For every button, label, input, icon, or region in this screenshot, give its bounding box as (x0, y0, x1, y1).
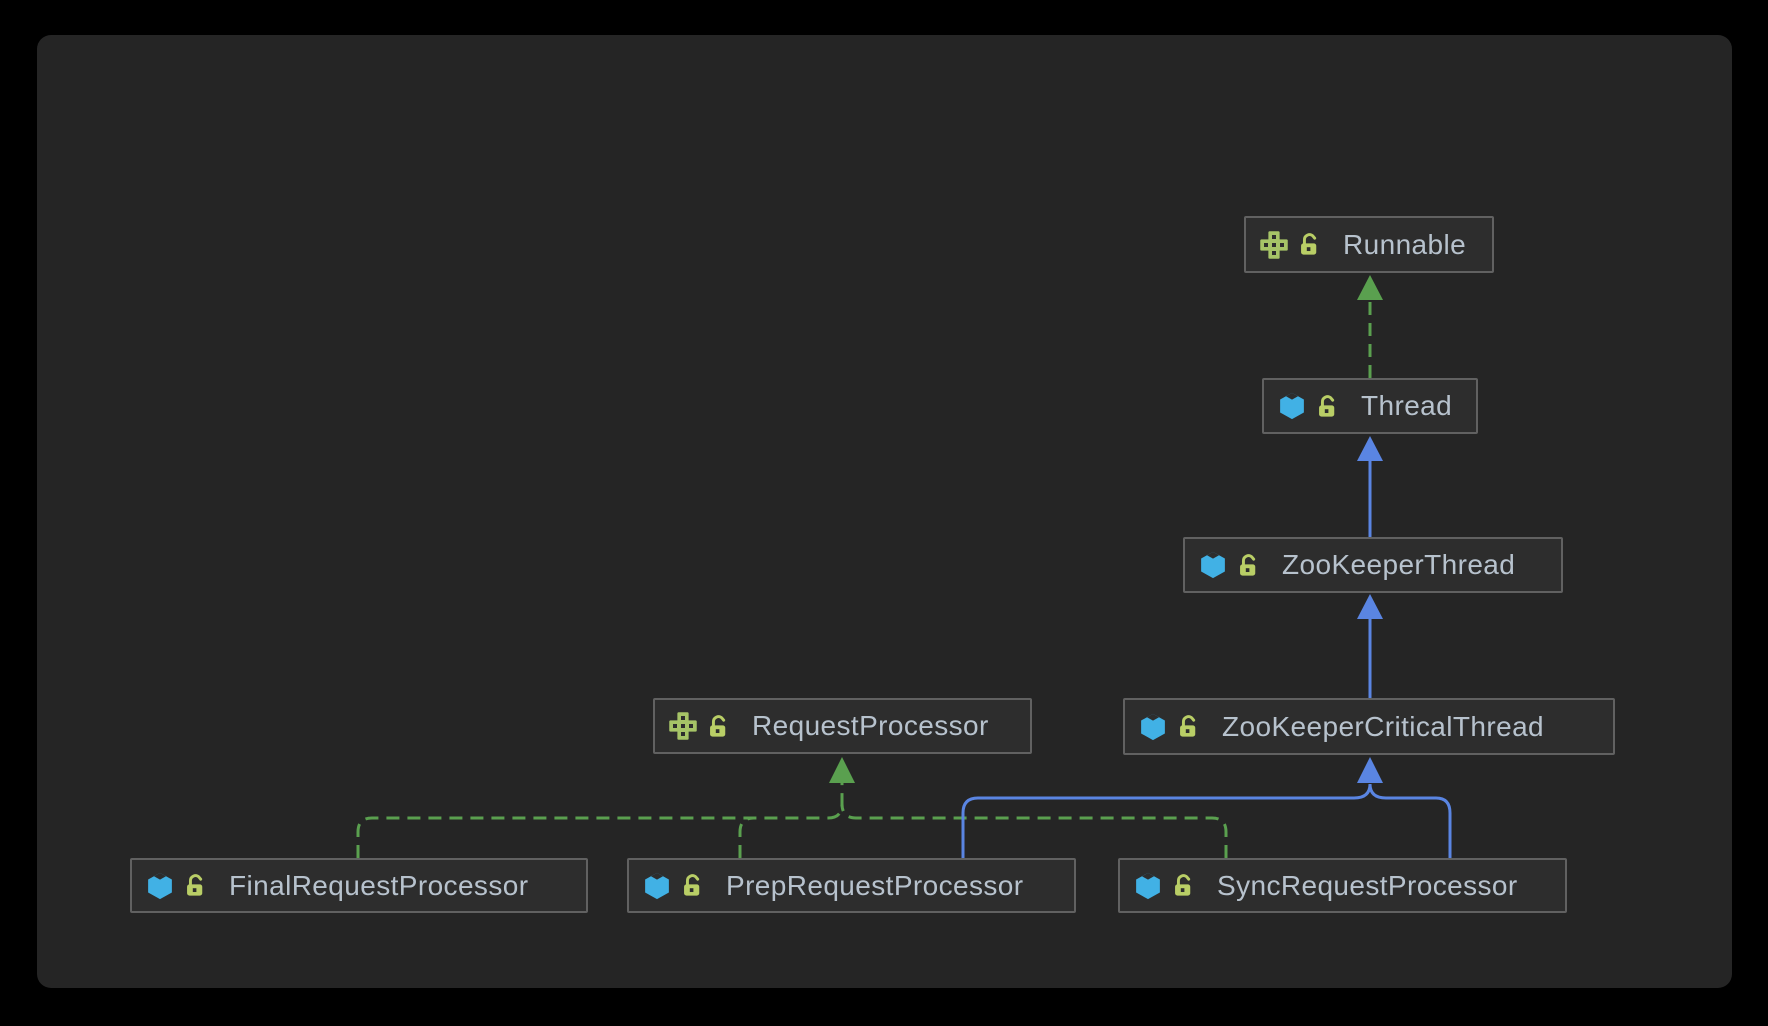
node-label: SyncRequestProcessor (1217, 869, 1518, 901)
node-label: ZooKeeperCriticalThread (1222, 710, 1545, 742)
public-lock-icon (1177, 713, 1200, 740)
node-label: PrepRequestProcessor (726, 869, 1024, 901)
public-lock-icon (681, 872, 704, 899)
interface-icon (668, 711, 698, 741)
class-icon (145, 871, 175, 901)
class-icon (1277, 391, 1307, 421)
public-lock-icon (1316, 393, 1339, 420)
node-label: RequestProcessor (752, 710, 989, 741)
interface-node-requestprocessor[interactable]: RequestProcessor (653, 698, 1032, 754)
class-icon (642, 871, 672, 901)
interface-icon (1259, 230, 1289, 260)
public-lock-icon (707, 713, 730, 740)
diagram-panel (37, 35, 1732, 988)
class-node-zookeepercriticalthread[interactable]: ZooKeeperCriticalThread (1123, 698, 1615, 755)
class-node-finalrequestprocessor[interactable]: FinalRequestProcessor (130, 858, 588, 913)
class-node-syncrequestprocessor[interactable]: SyncRequestProcessor (1118, 858, 1567, 913)
class-node-thread[interactable]: Thread (1262, 378, 1478, 434)
interface-node-runnable[interactable]: Runnable (1244, 216, 1494, 273)
node-label: Thread (1361, 390, 1453, 421)
class-icon (1133, 871, 1163, 901)
class-icon (1198, 550, 1228, 580)
public-lock-icon (184, 872, 207, 899)
public-lock-icon (1172, 872, 1195, 899)
public-lock-icon (1298, 231, 1321, 258)
class-icon (1138, 712, 1168, 742)
class-node-zookeeperthread[interactable]: ZooKeeperThread (1183, 537, 1563, 593)
node-label: FinalRequestProcessor (229, 869, 529, 901)
node-label: Runnable (1343, 228, 1467, 260)
node-label: ZooKeeperThread (1282, 549, 1516, 580)
class-node-preprequestprocessor[interactable]: PrepRequestProcessor (627, 858, 1076, 913)
public-lock-icon (1237, 552, 1260, 579)
